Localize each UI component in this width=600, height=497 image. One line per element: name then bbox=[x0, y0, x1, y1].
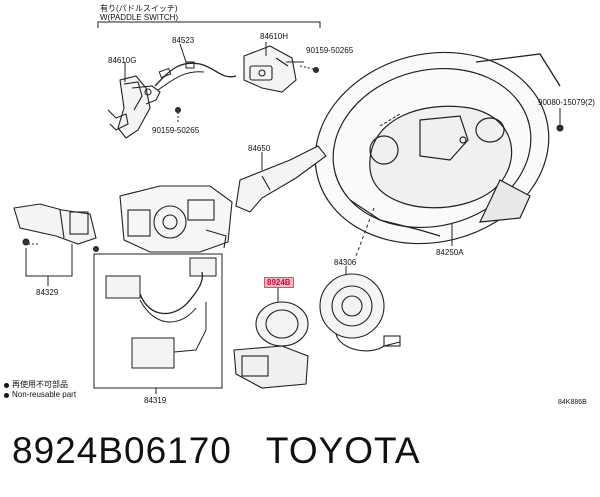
part-label-90080[interactable]: 90080-15079(2) bbox=[538, 98, 595, 107]
paddle-switch-label-jp: 有り(パドルスイッチ) bbox=[100, 4, 178, 13]
wire-harness-84523 bbox=[154, 61, 237, 91]
bracket-84329 bbox=[25, 244, 73, 277]
paddle-switch-left bbox=[107, 75, 161, 139]
leader-84523 bbox=[179, 43, 187, 63]
bullet-icon bbox=[4, 382, 9, 388]
part-label-84306[interactable]: 84306 bbox=[334, 258, 357, 267]
part-label-90159-bottom[interactable]: 90159-50265 bbox=[152, 126, 200, 135]
part-label-84523[interactable]: 84523 bbox=[172, 36, 195, 45]
part-label-90159-top[interactable]: 90159-50265 bbox=[306, 46, 354, 55]
part-number: 8924B06170 bbox=[12, 430, 232, 471]
legend-row-en: Non-reusable part bbox=[4, 390, 76, 400]
paddle-switch-label-en: W(PADDLE SWITCH) bbox=[100, 13, 179, 22]
brand-name: TOYOTA bbox=[265, 430, 421, 471]
paddle-switch-bracket bbox=[97, 21, 321, 28]
parts-diagram: 有り(パドルスイッチ) W(PADDLE SWITCH) 84523 84610… bbox=[4, 4, 595, 406]
steering-wheel bbox=[314, 51, 561, 245]
spiral-cable-84306 bbox=[319, 273, 401, 352]
legend-text-jp: 再使用不可部品 bbox=[12, 380, 68, 389]
part-label-84319[interactable]: 84319 bbox=[144, 396, 167, 405]
paddle-switch-right bbox=[243, 45, 297, 93]
part-label-84610G[interactable]: 84610G bbox=[108, 56, 137, 65]
bullet-icon bbox=[4, 392, 9, 398]
turn-signal-lever bbox=[235, 145, 327, 213]
part-caption: 8924B06170 TOYOTA bbox=[12, 430, 455, 472]
part-label-84250A[interactable]: 84250A bbox=[436, 248, 464, 257]
spiral-cable-8924B bbox=[233, 301, 309, 389]
diagram-drawing bbox=[13, 21, 564, 394]
frame-84319 bbox=[93, 253, 223, 389]
diagram-reference-code: 84K886B bbox=[558, 399, 587, 406]
part-label-84610H[interactable]: 84610H bbox=[260, 32, 289, 41]
wiring-84319 bbox=[105, 257, 217, 369]
legend-text-en: Non-reusable part bbox=[12, 390, 77, 399]
wiper-lever bbox=[13, 203, 97, 245]
part-label-84329[interactable]: 84329 bbox=[36, 288, 59, 297]
legend: 再使用不可部品 Non-reusable part bbox=[4, 380, 76, 400]
part-label-8924B-highlighted[interactable]: 8924B bbox=[264, 277, 294, 288]
legend-row-jp: 再使用不可部品 bbox=[4, 380, 76, 390]
part-label-84650[interactable]: 84650 bbox=[248, 144, 271, 153]
combination-switch bbox=[119, 185, 233, 253]
